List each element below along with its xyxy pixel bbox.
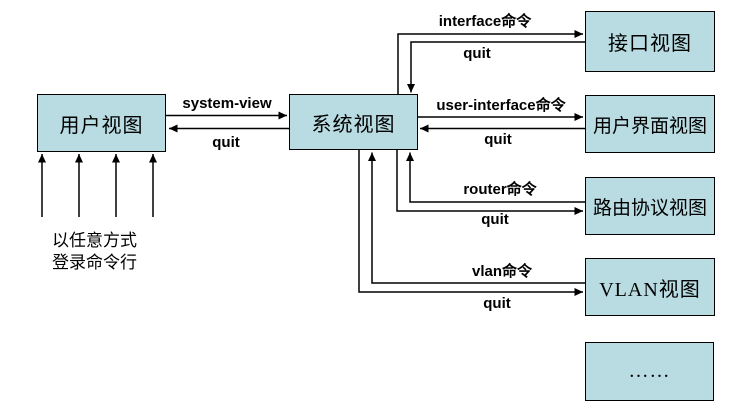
node-more-views: …… — [585, 342, 714, 401]
edge-router-cmd-line — [396, 149, 583, 215]
node-interface-view: 接口视图 — [585, 11, 715, 72]
edge-label-interface-cmd: interface命令 — [438, 13, 532, 30]
edge-label-interface-quit: quit — [463, 45, 491, 62]
login-annotation-line1: 以任意方式 — [52, 231, 137, 250]
edge-interface-cmd-line — [397, 30, 583, 95]
node-user-interface-view: 用户界面视图 — [585, 95, 715, 153]
node-router-view: 路由协议视图 — [585, 177, 715, 235]
edge-label-vlan-quit: quit — [483, 295, 511, 312]
edge-vlan-cmd-line — [358, 149, 583, 296]
edge-label-router-quit: quit — [481, 211, 509, 228]
edge-label-user-interface-cmd: user-interface命令 — [436, 97, 566, 114]
edge-label-vlan-cmd: vlan命令 — [471, 263, 533, 280]
edge-label-system-view-quit: quit — [212, 134, 240, 151]
node-system-view: 系统视图 — [289, 94, 418, 150]
node-user-view: 用户视图 — [37, 94, 166, 152]
edge-label-system-view-cmd: system-view — [182, 95, 272, 112]
edge-label-router-cmd: router命令 — [463, 181, 537, 198]
login-annotation: 以任意方式 登录命令行 — [52, 230, 137, 274]
edge-label-user-interface-quit: quit — [484, 131, 512, 148]
edge-vlan-quit-line — [368, 152, 585, 284]
node-vlan-view: VLAN视图 — [585, 258, 715, 316]
login-annotation-line2: 登录命令行 — [52, 253, 137, 272]
edge-router-quit-line — [406, 152, 585, 203]
edge-interface-quit-line — [407, 41, 585, 93]
